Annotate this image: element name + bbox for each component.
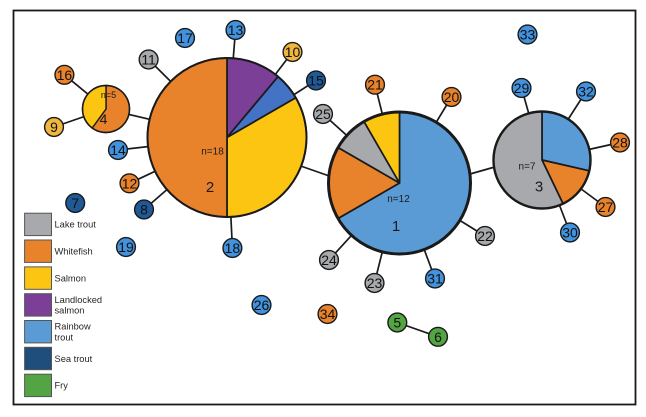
svg-text:7: 7 [71, 195, 79, 211]
svg-text:24: 24 [321, 252, 337, 268]
svg-text:15: 15 [308, 73, 324, 89]
svg-text:n=12: n=12 [387, 194, 410, 205]
svg-text:13: 13 [228, 22, 244, 38]
svg-text:n=7: n=7 [519, 162, 536, 173]
svg-text:21: 21 [367, 77, 383, 93]
svg-text:Landlocked: Landlocked [55, 295, 103, 305]
svg-text:11: 11 [141, 52, 156, 68]
svg-text:trout: trout [55, 332, 74, 342]
svg-text:16: 16 [57, 67, 73, 83]
svg-text:12: 12 [122, 175, 138, 191]
svg-text:3: 3 [535, 179, 543, 196]
svg-text:4: 4 [100, 111, 108, 127]
svg-text:33: 33 [520, 27, 536, 43]
svg-text:Sea trout: Sea trout [55, 354, 93, 364]
svg-text:Lake trout: Lake trout [55, 220, 97, 230]
svg-text:18: 18 [225, 240, 241, 256]
svg-text:19: 19 [118, 239, 134, 255]
svg-text:31: 31 [427, 271, 443, 287]
svg-text:1: 1 [392, 218, 400, 235]
svg-text:22: 22 [477, 228, 493, 244]
svg-text:Fry: Fry [55, 381, 69, 391]
svg-text:20: 20 [444, 89, 460, 105]
svg-text:10: 10 [285, 44, 301, 60]
svg-text:6: 6 [434, 329, 442, 345]
svg-text:salmon: salmon [55, 305, 85, 315]
svg-text:14: 14 [110, 142, 126, 158]
svg-text:27: 27 [598, 199, 614, 215]
svg-text:n=5: n=5 [101, 90, 116, 100]
svg-text:Salmon: Salmon [55, 273, 87, 283]
svg-text:25: 25 [315, 106, 331, 122]
svg-text:26: 26 [254, 297, 270, 313]
svg-text:5: 5 [393, 315, 401, 331]
svg-text:30: 30 [562, 225, 578, 241]
svg-text:n=18: n=18 [201, 147, 224, 158]
svg-text:Rainbow: Rainbow [55, 322, 91, 332]
svg-text:32: 32 [578, 84, 594, 100]
svg-text:29: 29 [514, 80, 530, 96]
svg-text:Whitefish: Whitefish [55, 246, 93, 256]
svg-text:28: 28 [612, 135, 628, 151]
svg-text:2: 2 [206, 179, 214, 196]
svg-text:17: 17 [177, 30, 193, 46]
svg-text:23: 23 [367, 275, 383, 291]
svg-text:8: 8 [140, 202, 148, 218]
svg-text:9: 9 [50, 119, 58, 135]
svg-text:34: 34 [320, 306, 336, 322]
